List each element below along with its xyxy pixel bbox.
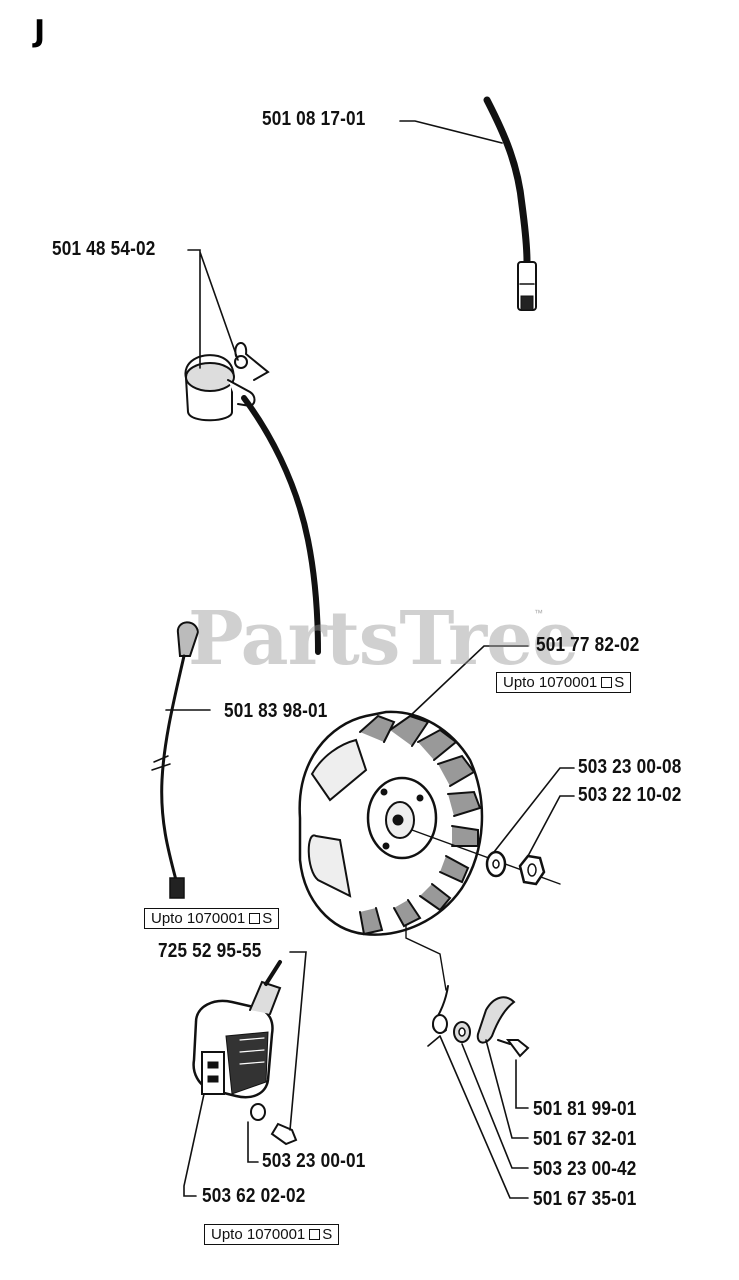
leader-washer [493, 767, 575, 853]
square-icon [309, 1229, 321, 1240]
ignition-module-part [192, 960, 298, 1146]
leader-pawl-screw [485, 1039, 529, 1139]
label-spark-plug-cap: 501 48 54-02 [52, 238, 156, 260]
label-spring: 501 67 35-01 [533, 1188, 637, 1210]
leader-nut [527, 795, 575, 857]
leader-washer-pawl [461, 1043, 529, 1169]
leader-spring [427, 1035, 529, 1199]
label-washer-flywheel: 503 23 00-08 [578, 756, 682, 778]
label-ignition-module: 725 52 95-55 [158, 940, 262, 962]
leader-hv-lead [399, 120, 503, 144]
watermark: PartsTree [188, 596, 579, 682]
flywheel-washer-part [485, 850, 507, 878]
leader-pawl [515, 1059, 529, 1109]
note-flywheel-text: Upto 1070001 [503, 674, 598, 691]
ignition-lead-part [151, 621, 200, 899]
note-module-text: Upto 1070001 [211, 1226, 306, 1243]
label-hv-lead: 501 08 17-01 [262, 108, 366, 130]
flywheel-nut-part [518, 854, 546, 886]
label-pawl-screw: 501 67 32-01 [533, 1128, 637, 1150]
note-flywheel-suffix: S [614, 674, 625, 691]
label-pawl: 501 81 99-01 [533, 1098, 637, 1120]
watermark-tm: ™ [534, 608, 543, 618]
hv-lead-part [483, 96, 537, 311]
note-module: Upto 1070001 S [204, 1224, 340, 1245]
leader-flywheel [409, 645, 529, 717]
pawl-assembly-part [432, 985, 530, 1058]
label-screw-module: 503 62 02-02 [202, 1185, 306, 1207]
leader-washer-module [247, 1121, 259, 1163]
note-lead-suffix: S [262, 910, 273, 927]
label-ignition-lead: 501 83 98-01 [224, 700, 328, 722]
label-washer-pawl: 503 23 00-42 [533, 1158, 637, 1180]
note-lead: Upto 1070001 S [144, 908, 280, 929]
square-icon [601, 677, 613, 688]
leader-screw-module [183, 1093, 205, 1197]
leader-spark-plug-cap [187, 249, 239, 369]
square-icon [249, 913, 261, 924]
label-nut-flywheel: 503 22 10-02 [578, 784, 682, 806]
label-washer-module: 503 23 00-01 [262, 1150, 366, 1172]
note-flywheel: Upto 1070001 S [496, 672, 632, 693]
spark-plug-cap-part [184, 342, 321, 655]
section-mark: J [34, 14, 46, 49]
note-module-suffix: S [322, 1226, 333, 1243]
leader-ignition-module [289, 951, 307, 1131]
flywheel-part [298, 710, 561, 991]
label-flywheel: 501 77 82-02 [536, 634, 640, 656]
note-lead-text: Upto 1070001 [151, 910, 246, 927]
